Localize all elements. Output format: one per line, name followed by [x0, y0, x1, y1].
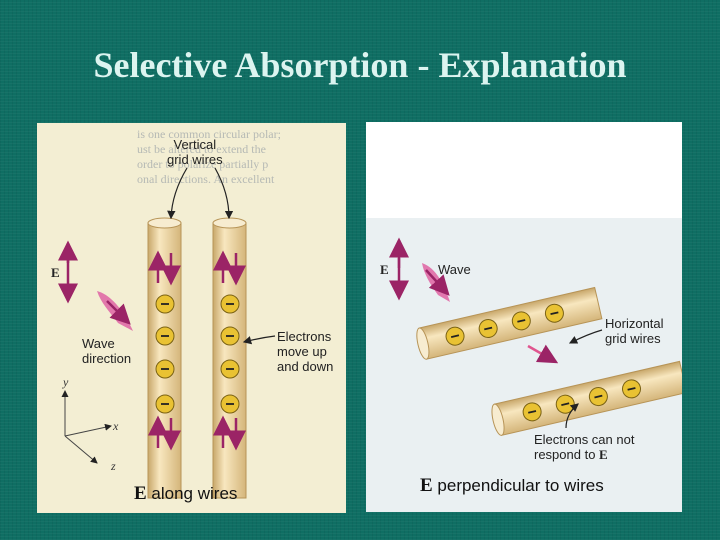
wave-label-right: Wave — [438, 262, 471, 277]
label-pointer-right — [214, 167, 234, 220]
wave-symbol-right — [422, 263, 450, 302]
xyz-axes — [61, 390, 112, 464]
wave-symbol — [97, 291, 133, 331]
horizontal-wire-upper — [416, 286, 603, 360]
axis-z-label: z — [111, 459, 116, 473]
label-pointer-left — [167, 167, 188, 220]
axis-y-label: y — [63, 375, 69, 389]
slide-title: Selective Absorption - Explanation — [93, 45, 627, 85]
faded-background-text: is one common circular polar;ust be alte… — [137, 127, 281, 186]
axis-x-label: x — [113, 419, 119, 433]
left-caption: E along wires — [134, 483, 238, 504]
horizontal-wire-lower — [491, 360, 682, 436]
left-diagram-panel: is one common circular polar;ust be alte… — [37, 123, 346, 513]
horizontal-label-pointer — [568, 329, 603, 344]
wire-right — [212, 217, 247, 499]
electrons-pointer — [242, 335, 276, 345]
horizontal-wires-drawing — [389, 237, 682, 436]
electron-motion-arrows — [148, 250, 246, 451]
right-caption: E perpendicular to wires — [420, 475, 604, 496]
wave-direction-arrow — [527, 344, 559, 364]
cannot-respond-pointer — [565, 403, 579, 429]
e-field-label: E — [51, 265, 60, 280]
wire-left — [147, 217, 182, 499]
e-field-label-right: E — [380, 262, 389, 277]
vertical-wires-drawing — [58, 167, 276, 499]
electron-minus-signs — [161, 303, 234, 405]
